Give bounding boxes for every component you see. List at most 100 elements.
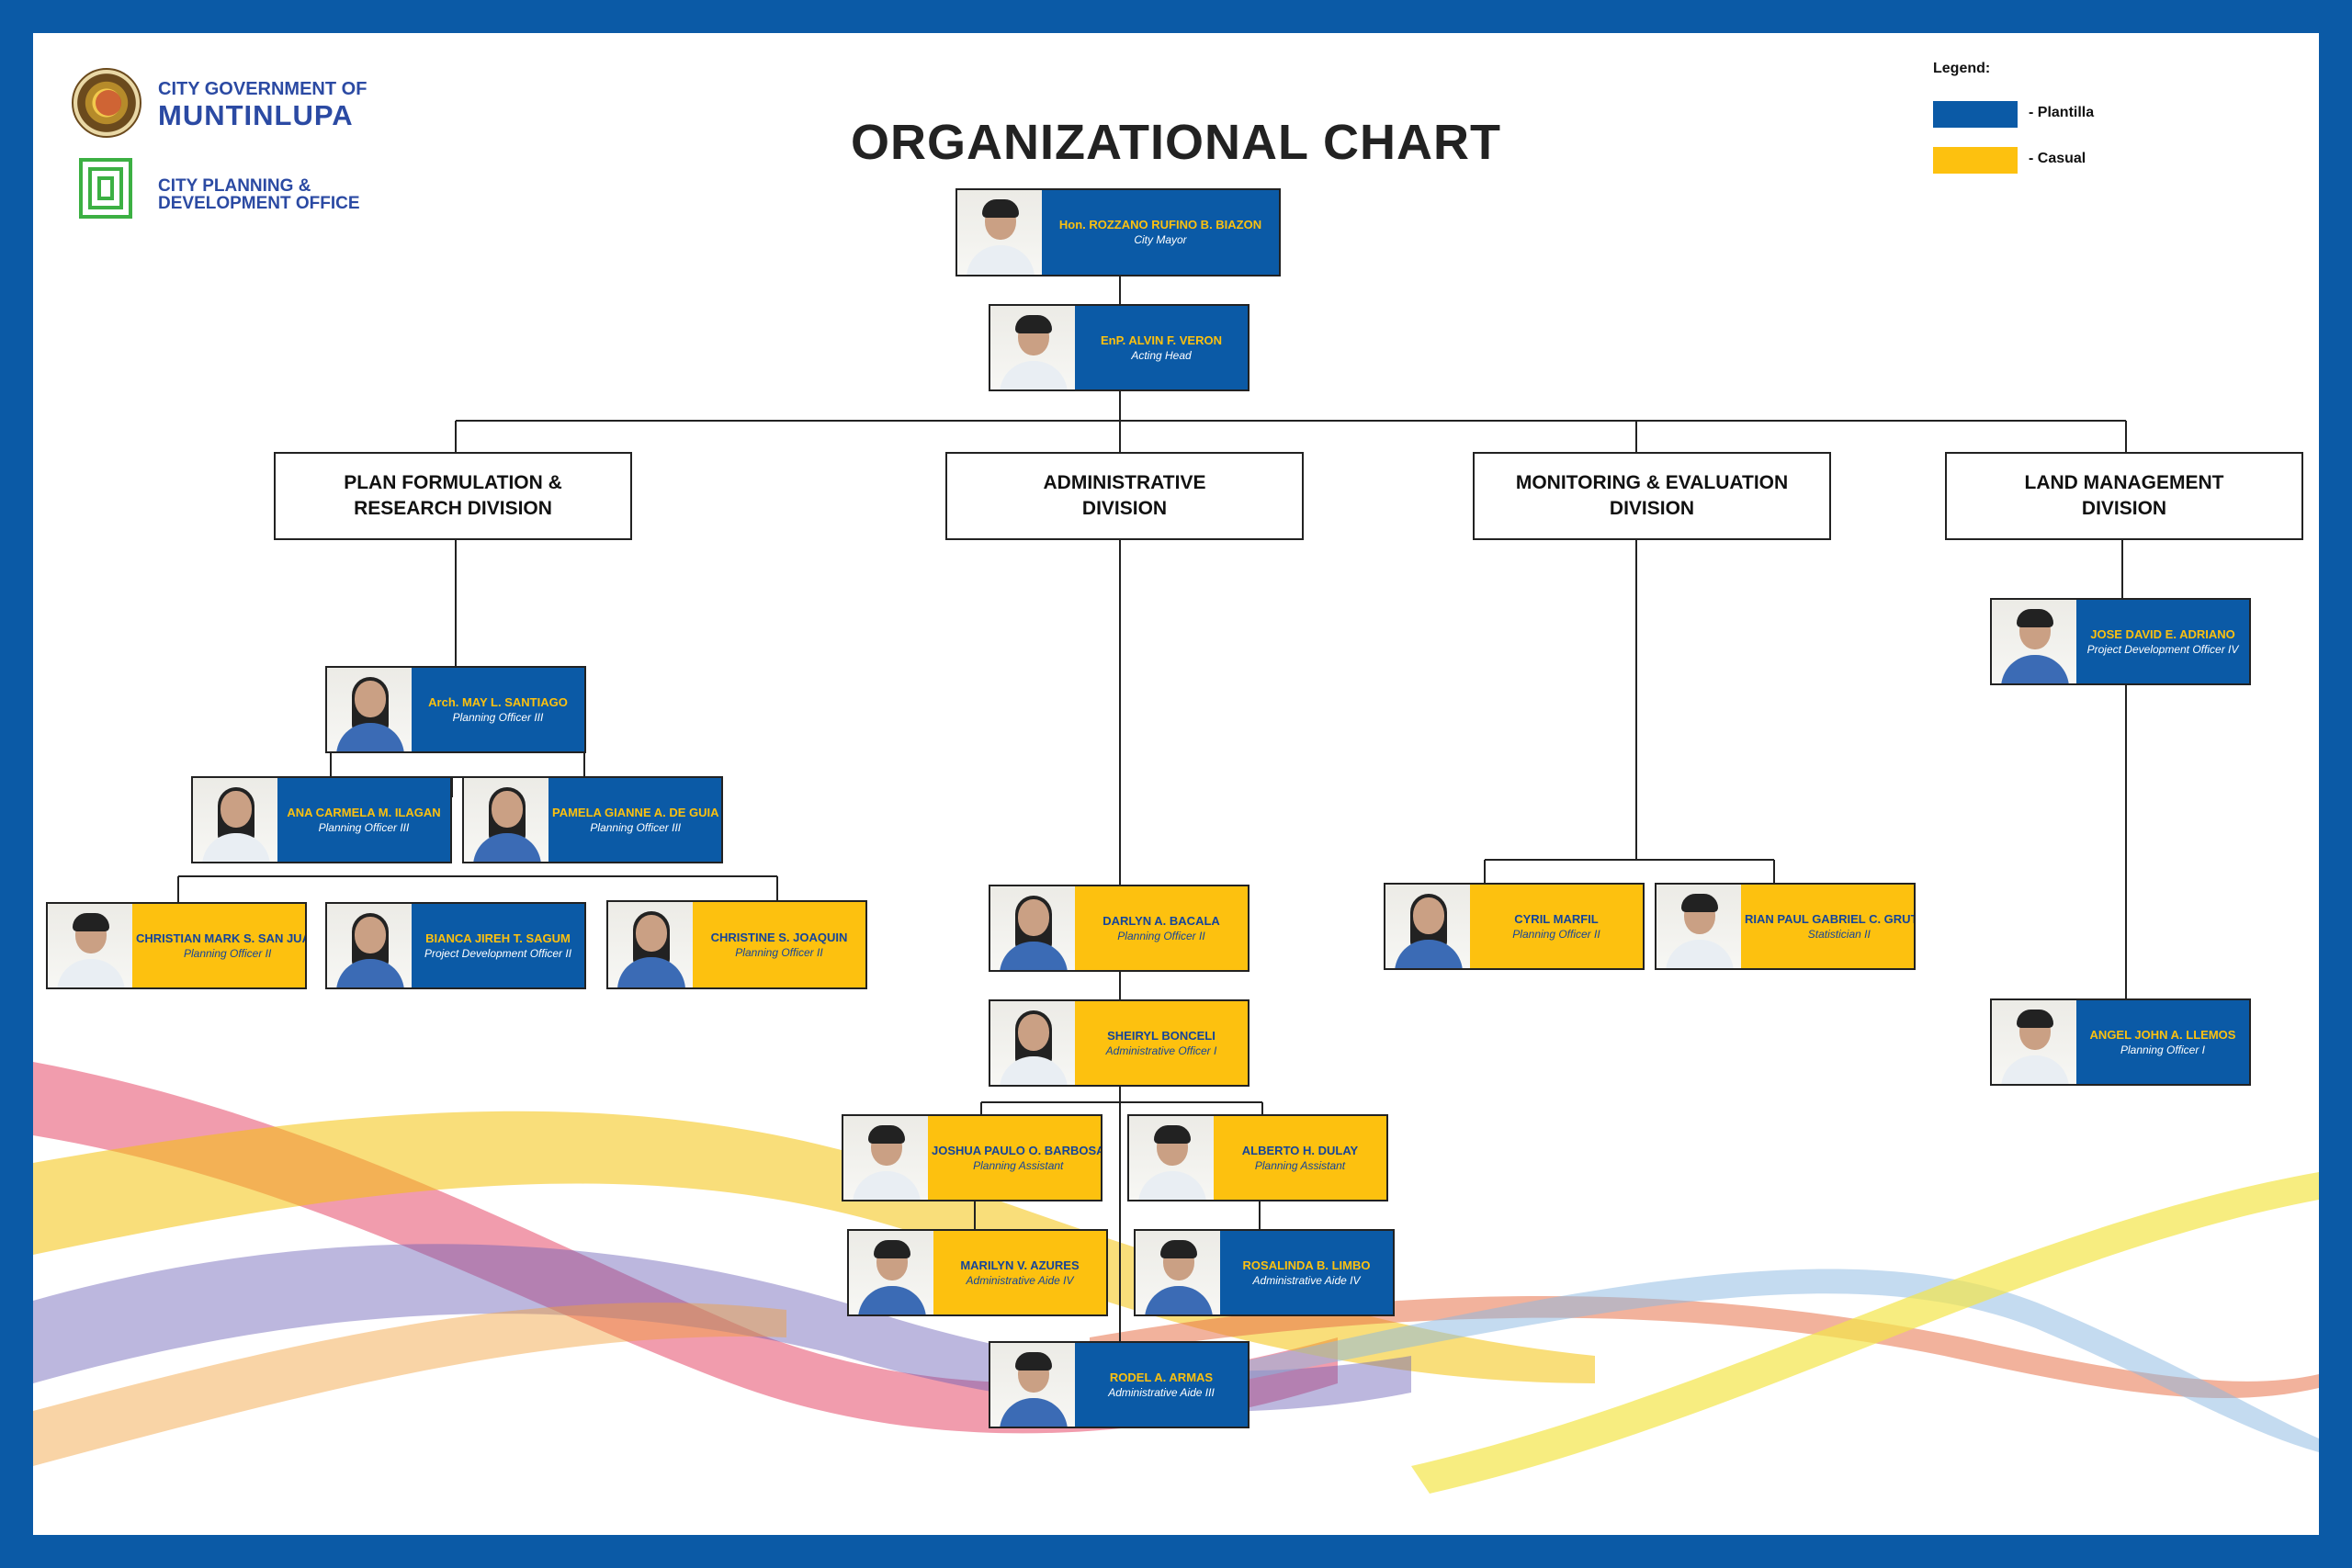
chart-frame: CITY GOVERNMENT OF MUNTINLUPA CITY PLANN… <box>33 33 2319 1535</box>
staff-photo <box>608 902 693 987</box>
staff-photo <box>990 1343 1075 1427</box>
division-label-line1: ADMINISTRATIVE <box>1043 472 1206 493</box>
staff-photo <box>1992 1000 2076 1084</box>
division-administrative: ADMINISTRATIVE DIVISION <box>945 452 1304 540</box>
staff-name: BIANCA JIREH T. SAGUM <box>425 931 571 945</box>
staff-role: Planning Officer III <box>452 710 544 724</box>
staff-photo <box>957 190 1042 275</box>
staff-role: City Mayor <box>1134 233 1187 246</box>
staff-role: Administrative Officer I <box>1105 1043 1217 1057</box>
staff-role: Planning Officer II <box>1117 929 1205 942</box>
staff-name: EnP. ALVIN F. VERON <box>1101 333 1222 347</box>
division-label-line2: DIVISION <box>2081 498 2167 519</box>
staff-photo <box>990 306 1075 389</box>
staff-role: Administrative Aide IV <box>966 1273 1074 1287</box>
staff-card-city-mayor: Hon. ROZZANO RUFINO B. BIAZON City Mayor <box>956 188 1281 276</box>
staff-photo <box>48 904 132 987</box>
staff-name: CHRISTIAN MARK S. SAN JUAN <box>136 931 307 945</box>
staff-role: Acting Head <box>1131 348 1192 362</box>
staff-photo <box>327 668 412 751</box>
legend-title: Legend: <box>1933 61 1991 76</box>
staff-role: Planning Officer II <box>735 945 823 959</box>
staff-name: ANGEL JOHN A. LLEMOS <box>2089 1027 2236 1042</box>
org-name-line1: CITY GOVERNMENT OF <box>158 79 368 99</box>
staff-name: JOSHUA PAULO O. BARBOSA <box>932 1143 1102 1157</box>
legend-casual-swatch <box>1933 147 2018 174</box>
division-plan-formulation: PLAN FORMULATION & RESEARCH DIVISION <box>274 452 632 540</box>
office-name-line2: DEVELOPMENT OFFICE <box>158 194 360 213</box>
staff-name: Hon. ROZZANO RUFINO B. BIAZON <box>1058 218 1262 231</box>
staff-photo <box>1136 1231 1220 1314</box>
city-seal-logo <box>72 68 141 138</box>
staff-role: Administrative Aide IV <box>1252 1273 1361 1287</box>
connector-lines <box>177 275 2127 1343</box>
staff-photo <box>1129 1116 1214 1200</box>
staff-name: ROSALINDA B. LIMBO <box>1242 1258 1371 1272</box>
staff-name: CYRIL MARFIL <box>1514 911 1599 926</box>
staff-photo <box>1385 885 1470 968</box>
division-label-line2: RESEARCH DIVISION <box>354 498 552 519</box>
staff-name: DARLYN A. BACALA <box>1102 913 1220 928</box>
staff-name: ANA CARMELA M. ILAGAN <box>287 805 441 819</box>
staff-photo <box>1657 885 1741 968</box>
staff-role: Administrative Aide III <box>1108 1385 1215 1399</box>
staff-role: Planning Assistant <box>973 1158 1064 1172</box>
staff-role: Planning Officer II <box>183 946 272 960</box>
staff-photo <box>990 1001 1075 1085</box>
staff-photo <box>464 778 548 862</box>
staff-role: Planning Officer III <box>318 820 410 834</box>
staff-name: JOSE DAVID E. ADRIANO <box>2090 626 2235 641</box>
staff-photo <box>327 904 412 987</box>
staff-name: RODEL A. ARMAS <box>1109 1370 1214 1384</box>
division-label-line2: DIVISION <box>1609 498 1695 519</box>
staff-photo <box>849 1231 933 1314</box>
legend-casual-label: - Casual <box>2029 151 2086 166</box>
staff-name: RIAN PAUL GABRIEL C. GRUTAS <box>1745 911 1916 926</box>
staff-photo <box>843 1116 928 1200</box>
staff-name: PAMELA GIANNE A. DE GUIA <box>552 805 719 819</box>
division-label-line1: LAND MANAGEMENT <box>2024 472 2224 493</box>
staff-role: Project Development Officer IV <box>2086 642 2239 656</box>
staff-role: Planning Officer I <box>2120 1043 2206 1056</box>
division-monitoring-evaluation: MONITORING & EVALUATION DIVISION <box>1473 452 1831 540</box>
staff-role: Project Development Officer II <box>424 946 572 960</box>
division-label-line1: PLAN FORMULATION & <box>344 472 562 493</box>
staff-name: Arch. MAY L. SANTIAGO <box>428 694 568 709</box>
staff-photo <box>990 886 1075 970</box>
legend-plantilla-label: - Plantilla <box>2029 105 2095 120</box>
org-name-line2: MUNTINLUPA <box>158 99 354 131</box>
staff-role: Statistician II <box>1807 927 1871 941</box>
page-title: ORGANIZATIONAL CHART <box>851 115 1501 170</box>
legend-plantilla-swatch <box>1933 101 2018 128</box>
division-label-line1: MONITORING & EVALUATION <box>1515 472 1789 493</box>
division-land-management: LAND MANAGEMENT DIVISION <box>1945 452 2303 540</box>
staff-role: Planning Officer III <box>590 820 682 834</box>
staff-role: Planning Officer II <box>1512 927 1600 941</box>
staff-name: ALBERTO H. DULAY <box>1241 1143 1359 1157</box>
staff-role: Planning Assistant <box>1254 1158 1346 1172</box>
staff-photo <box>193 778 277 862</box>
staff-name: CHRISTINE S. JOAQUIN <box>710 930 848 944</box>
staff-name: MARILYN V. AZURES <box>960 1258 1080 1272</box>
staff-photo <box>1992 600 2076 683</box>
division-label-line2: DIVISION <box>1081 498 1168 519</box>
staff-name: SHEIRYL BONCELI <box>1107 1028 1216 1043</box>
